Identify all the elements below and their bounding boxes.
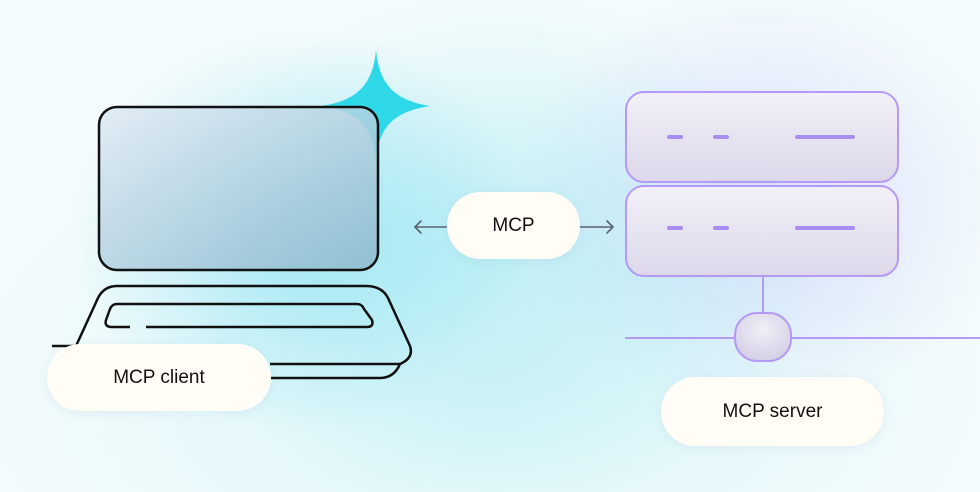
mcp-protocol-text: MCP bbox=[492, 214, 535, 236]
mcp-server-text: MCP server bbox=[722, 400, 823, 422]
mcp-client-text: MCP client bbox=[113, 366, 205, 388]
mcp-server-label: MCP server bbox=[661, 377, 884, 446]
mcp-client-label: MCP client bbox=[47, 344, 271, 411]
sparkle-icon bbox=[322, 50, 430, 160]
laptop-icon bbox=[52, 105, 413, 380]
mcp-protocol-label: MCP bbox=[447, 192, 580, 259]
bidirectional-arrow-icon bbox=[414, 220, 614, 234]
server-stack-icon bbox=[625, 91, 980, 362]
